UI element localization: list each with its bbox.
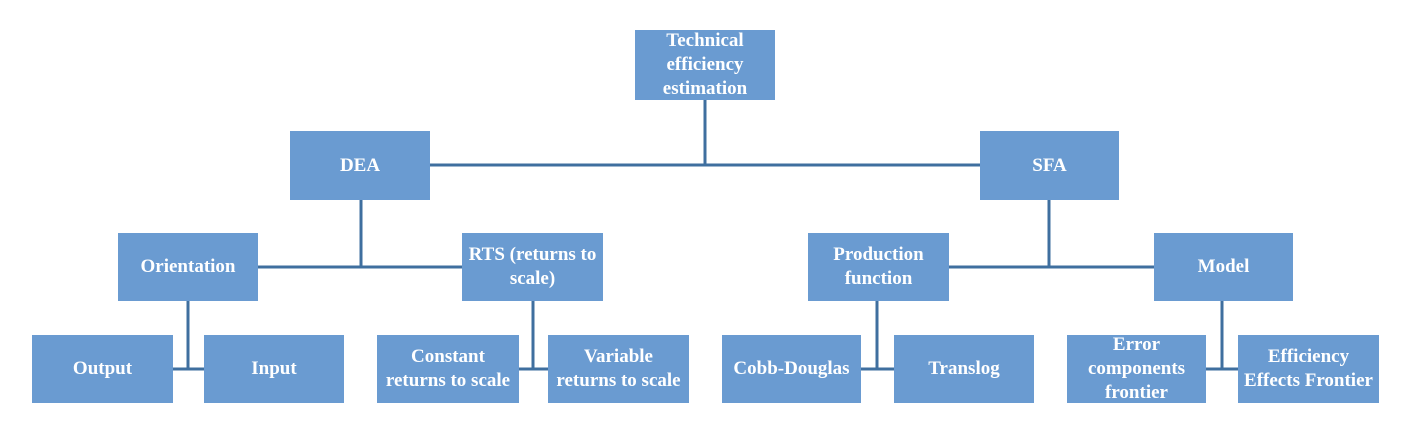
node-rts: RTS (returns to scale) <box>462 233 603 301</box>
node-sfa: SFA <box>980 131 1119 200</box>
node-label: Cobb-Douglas <box>733 358 850 379</box>
node-label: DEA <box>339 154 381 176</box>
node-constant-returns-to-scale: Constant returns to scale <box>377 335 519 403</box>
node-translog: Translog <box>894 335 1034 403</box>
node-label: Efficiency Effects Frontier <box>1244 346 1373 391</box>
node-label: Technical efficiency estimation <box>662 30 748 99</box>
node-input: Input <box>204 335 344 403</box>
node-label: SFA <box>1032 154 1067 176</box>
node-technical-efficiency-estimation: Technical efficiency estimation <box>635 30 775 100</box>
node-label: Input <box>251 358 297 379</box>
node-dea: DEA <box>290 131 430 200</box>
node-label: Model <box>1197 256 1250 277</box>
node-label: RTS (returns to scale) <box>468 244 597 289</box>
node-label: Variable returns to scale <box>556 346 681 391</box>
node-label: Error components frontier <box>1087 334 1186 403</box>
node-production-function: Production function <box>808 233 949 301</box>
node-error-components-frontier: Error components frontier <box>1067 334 1206 403</box>
node-cobb-douglas: Cobb-Douglas <box>722 335 861 403</box>
node-efficiency-effects-frontier: Efficiency Effects Frontier <box>1238 335 1379 403</box>
node-output: Output <box>32 335 173 403</box>
node-variable-returns-to-scale: Variable returns to scale <box>548 335 689 403</box>
node-label: Constant returns to scale <box>385 346 511 391</box>
node-label: Production function <box>833 244 924 289</box>
node-label: Output <box>72 358 133 379</box>
node-label: Orientation <box>140 256 236 277</box>
node-model: Model <box>1154 233 1293 301</box>
node-label: Translog <box>928 358 1000 379</box>
node-orientation: Orientation <box>118 233 258 301</box>
